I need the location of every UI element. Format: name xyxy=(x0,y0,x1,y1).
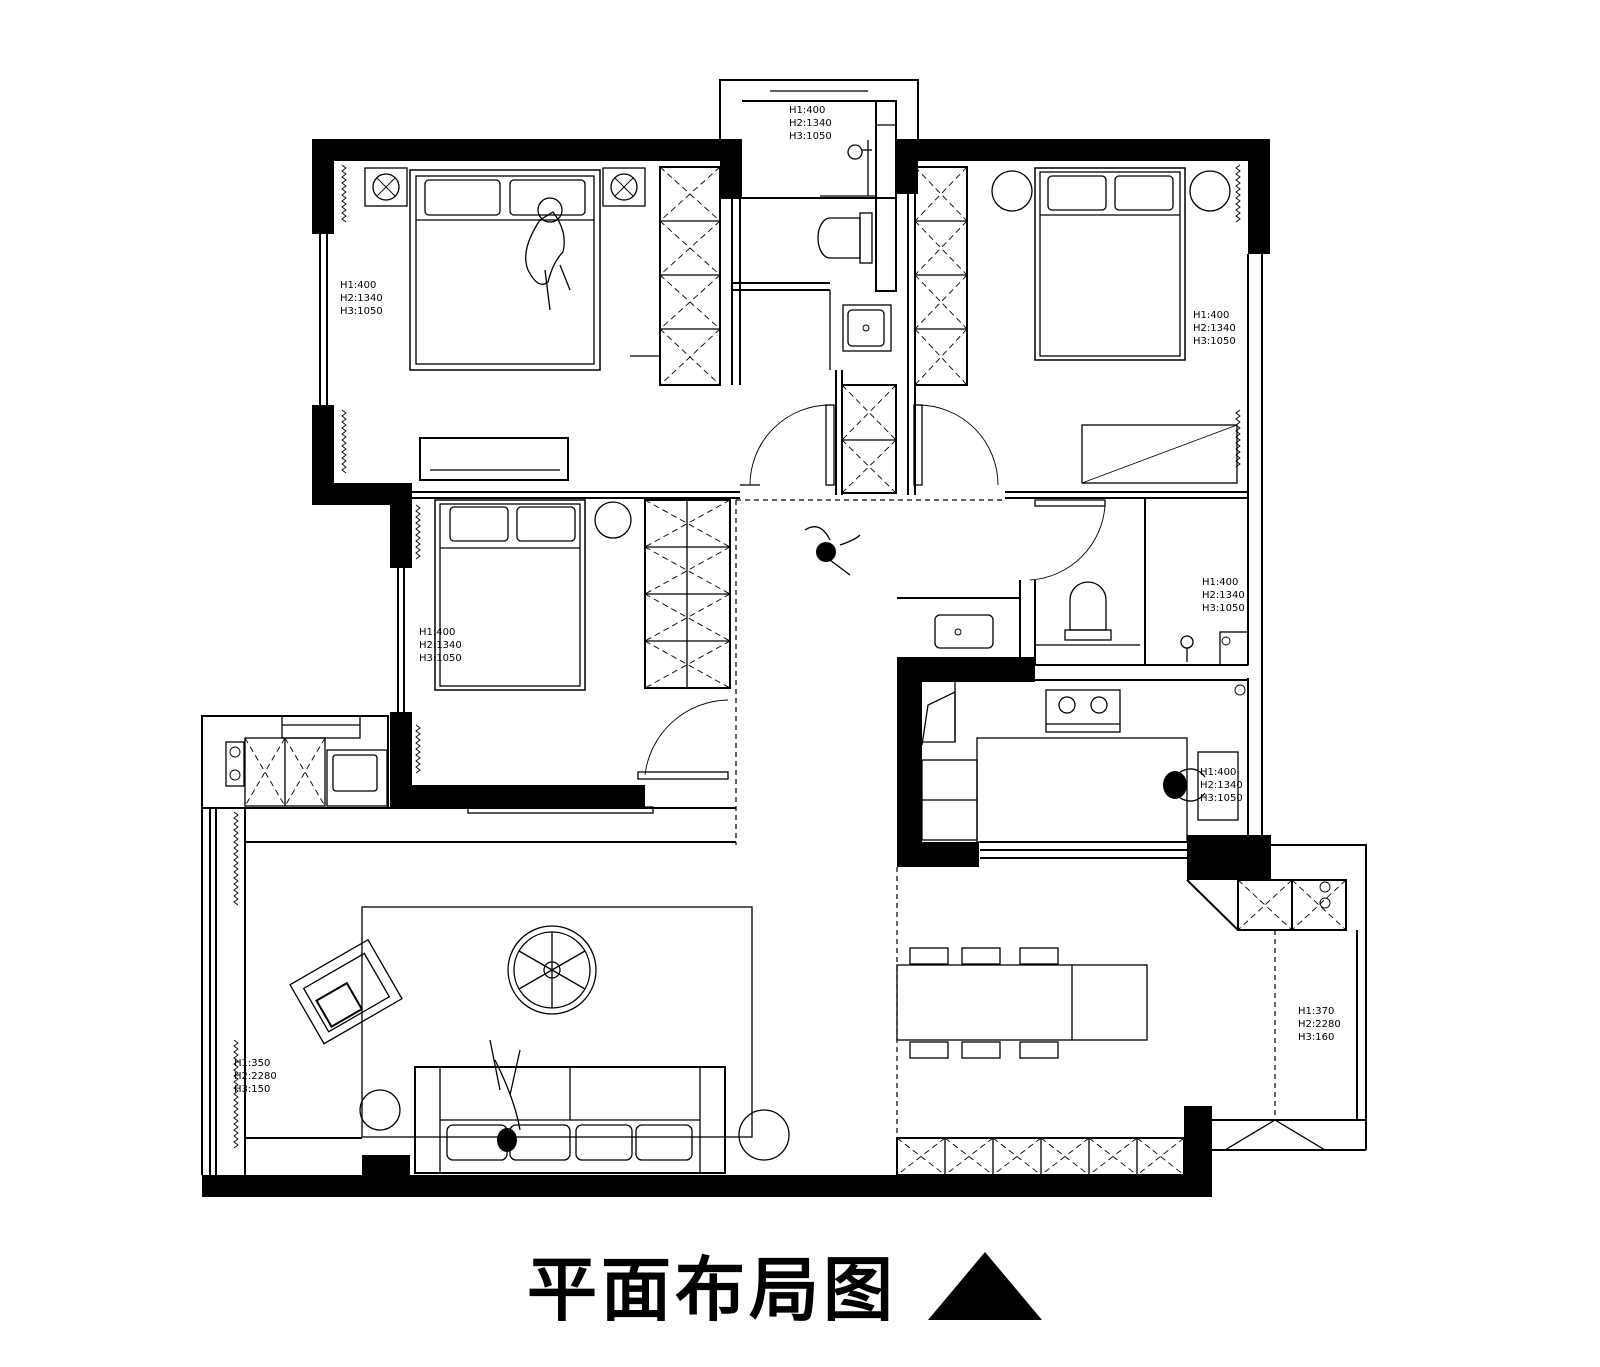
rug xyxy=(361,906,753,1138)
living-room xyxy=(225,715,790,1174)
svg-text:H2:2280: H2:2280 xyxy=(1298,1019,1341,1030)
structural-walls xyxy=(202,139,1271,1197)
person-icon xyxy=(1163,768,1206,802)
tv-cabinet xyxy=(419,437,569,481)
side-table xyxy=(359,1089,401,1131)
plan-title: 平面布局图 xyxy=(527,1249,897,1331)
svg-text:H1:400: H1:400 xyxy=(419,627,455,638)
svg-text:H3:1050: H3:1050 xyxy=(1202,603,1245,614)
sofa xyxy=(414,1066,726,1174)
washbasin-icon xyxy=(842,304,892,352)
bathroom-right xyxy=(934,499,1249,666)
double-bed xyxy=(409,169,601,371)
chair xyxy=(909,1041,949,1059)
toilet-icon xyxy=(1064,581,1112,641)
nightstand-lamp-icon xyxy=(364,167,408,207)
round-nightstand xyxy=(1189,170,1231,212)
chair xyxy=(909,947,949,965)
svg-text:H2:2280: H2:2280 xyxy=(234,1071,277,1082)
svg-text:H1:370: H1:370 xyxy=(1298,1006,1334,1017)
wardrobe xyxy=(644,499,731,689)
north-arrow-icon xyxy=(928,1252,1042,1320)
svg-text:H3:1050: H3:1050 xyxy=(1193,336,1236,347)
round-nightstand xyxy=(594,501,632,539)
person-icon xyxy=(804,526,861,576)
tv-monitor xyxy=(326,749,388,807)
side-table xyxy=(738,1109,790,1161)
wardrobe xyxy=(914,166,968,386)
chair xyxy=(1019,947,1059,965)
svg-text:H3:1050: H3:1050 xyxy=(419,653,462,664)
svg-text:H1:400: H1:400 xyxy=(1202,577,1238,588)
svg-text:H3:160: H3:160 xyxy=(1298,1032,1334,1043)
svg-text:H3:1050: H3:1050 xyxy=(1200,793,1243,804)
chair xyxy=(1019,1041,1059,1059)
bedroom-middle xyxy=(434,499,731,814)
double-bed xyxy=(434,499,586,691)
washbasin-icon xyxy=(934,614,994,649)
svg-text:H2:1340: H2:1340 xyxy=(340,293,383,304)
round-nightstand xyxy=(991,170,1033,212)
bathroom-top xyxy=(817,100,897,494)
svg-text:H3:150: H3:150 xyxy=(234,1084,270,1095)
svg-text:H1:350: H1:350 xyxy=(234,1058,270,1069)
armchair xyxy=(289,938,403,1045)
svg-text:H3:1050: H3:1050 xyxy=(340,306,383,317)
master-bedroom xyxy=(364,166,835,486)
dining xyxy=(896,947,1185,1176)
bedroom-right xyxy=(913,166,1238,486)
svg-text:H1:400: H1:400 xyxy=(340,280,376,291)
chair xyxy=(961,947,1001,965)
coffee-table xyxy=(507,925,597,1015)
height-note-bath-top-h1: H1:400 xyxy=(789,105,825,116)
toilet-icon xyxy=(817,212,873,264)
person-icon xyxy=(525,197,571,311)
shower-icon xyxy=(1180,635,1194,649)
double-bed xyxy=(1034,167,1186,361)
burner-icon xyxy=(1090,696,1108,714)
thin-walls xyxy=(201,79,1367,1175)
svg-text:H2:1340: H2:1340 xyxy=(789,118,832,129)
kitchen xyxy=(921,680,1246,843)
svg-text:H2:1340: H2:1340 xyxy=(419,640,462,651)
stove xyxy=(1045,689,1121,733)
curtains xyxy=(233,164,1241,1149)
svg-text:H1:400: H1:400 xyxy=(1193,310,1229,321)
svg-text:H1:400: H1:400 xyxy=(1200,767,1236,778)
chair xyxy=(961,1041,1001,1059)
svg-text:H3:1050: H3:1050 xyxy=(789,131,832,142)
wardrobe xyxy=(659,166,721,386)
tv-cabinet xyxy=(467,806,654,814)
burner-icon xyxy=(1058,696,1076,714)
svg-text:H2:1340: H2:1340 xyxy=(1193,323,1236,334)
dining-table xyxy=(896,964,1148,1041)
desk xyxy=(1081,424,1238,484)
nightstand-lamp-icon xyxy=(602,167,646,207)
svg-text:H2:1340: H2:1340 xyxy=(1202,590,1245,601)
svg-text:H2:1340: H2:1340 xyxy=(1200,780,1243,791)
height-notes: H1:400 H2:1340 H3:1050 H1:400 H2:1340 H3… xyxy=(234,105,1341,1095)
cabinet xyxy=(896,1137,1185,1176)
counter xyxy=(976,737,1188,843)
person-icon xyxy=(489,1039,521,1152)
shower-icon xyxy=(847,144,863,160)
